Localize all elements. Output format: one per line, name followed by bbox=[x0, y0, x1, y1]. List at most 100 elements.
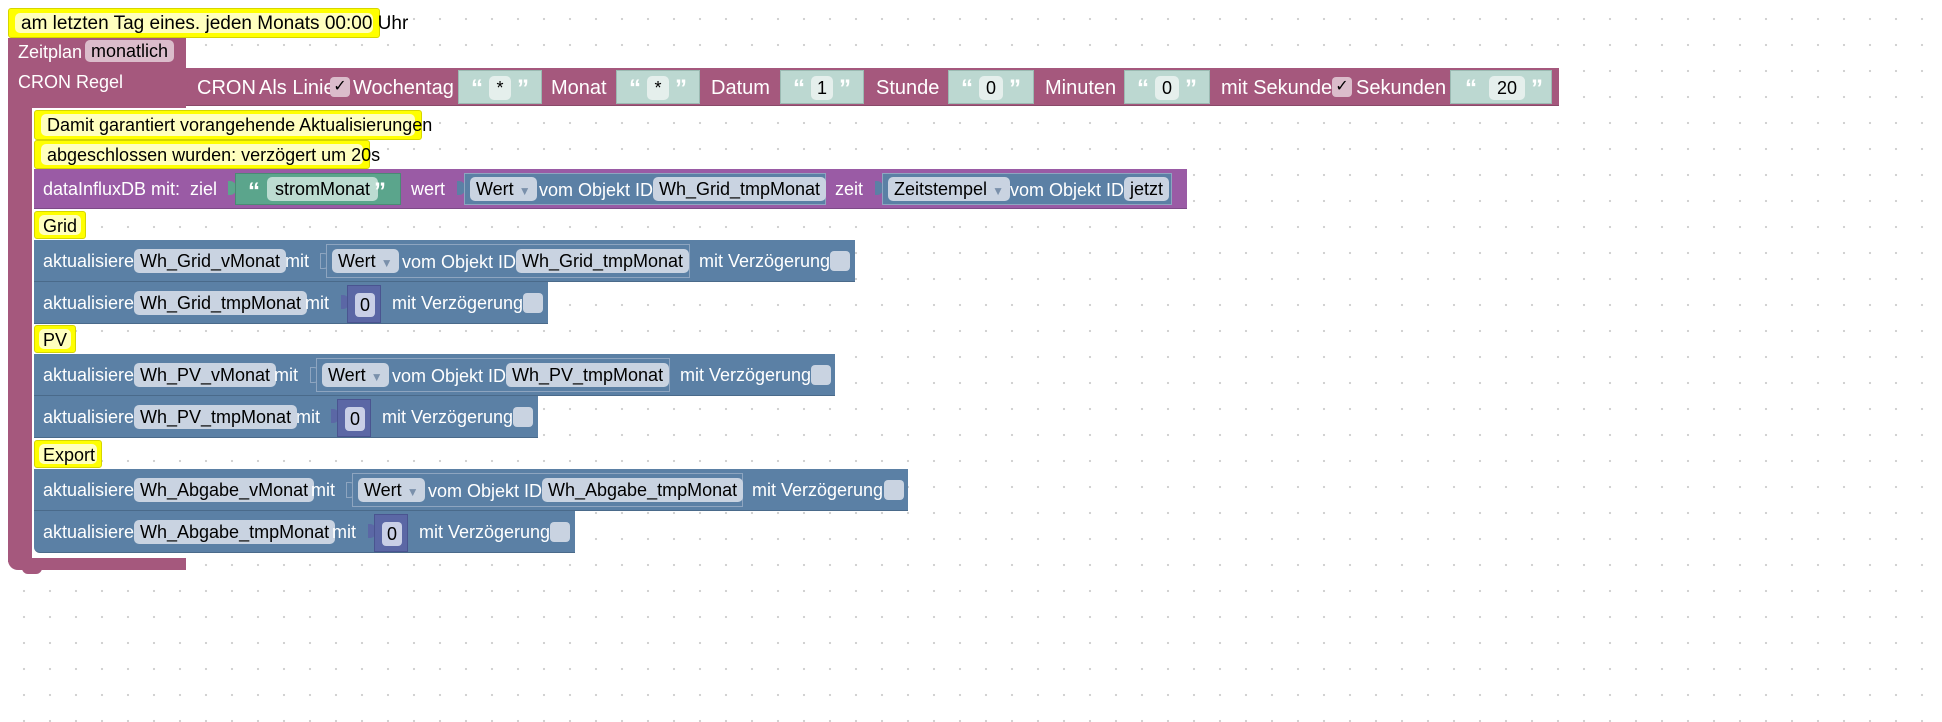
schedule-label: Zeitplan bbox=[18, 42, 83, 62]
with-label: mit bbox=[296, 407, 320, 427]
prop-label: Wert bbox=[364, 480, 402, 500]
chevron-down-icon: ▼ bbox=[406, 485, 419, 499]
time-prop-dropdown[interactable]: Zeitstempel ▼ bbox=[888, 177, 1010, 201]
value-prop-label: Wert bbox=[476, 179, 514, 199]
comment-text-delay-2[interactable]: abgeschlossen wurden: verzögert um 20s bbox=[41, 144, 380, 165]
update-target-object-id[interactable]: Wh_Abgabe_tmpMonat bbox=[134, 520, 336, 544]
update-target-object-id[interactable]: Wh_PV_tmpMonat bbox=[134, 405, 298, 429]
from-label: vom Objekt ID bbox=[392, 366, 507, 386]
close-quote-icon: ” bbox=[675, 75, 687, 102]
month-text-block[interactable]: “ * ” bbox=[616, 70, 700, 104]
number-value[interactable]: 0 bbox=[355, 293, 375, 317]
value-getter[interactable]: Wert ▼ vom Objekt ID Wh_Grid_tmpMonat bbox=[326, 244, 690, 278]
comment-block-grid[interactable]: Grid bbox=[34, 211, 86, 239]
delay-label: mit Verzögerung bbox=[382, 407, 514, 427]
schedule-block-bottom-tab bbox=[22, 568, 42, 574]
weekday-text-block[interactable]: “ * ” bbox=[458, 70, 542, 104]
with-label: mit bbox=[305, 293, 329, 313]
number-value[interactable]: 0 bbox=[382, 522, 402, 546]
delay-checkbox[interactable] bbox=[811, 365, 831, 385]
open-quote-icon: “ bbox=[1465, 75, 1477, 102]
month-value[interactable]: * bbox=[647, 76, 669, 100]
time-object-id[interactable]: jetzt bbox=[1124, 177, 1170, 201]
as-line-checkbox[interactable]: ✓ bbox=[330, 77, 350, 97]
update-target-object-id[interactable]: Wh_Abgabe_vMonat bbox=[134, 478, 315, 502]
comment-text-export[interactable]: Export bbox=[39, 444, 97, 465]
number-value[interactable]: 0 bbox=[345, 407, 365, 431]
prop-dropdown[interactable]: Wert ▼ bbox=[322, 363, 389, 387]
with-label: mit bbox=[285, 251, 309, 271]
comment-text-header[interactable]: am letzten Tag eines. jeden Monats 00:00… bbox=[15, 13, 408, 34]
date-text-block[interactable]: “ 1 ” bbox=[780, 70, 864, 104]
minutes-value[interactable]: 0 bbox=[1155, 76, 1179, 100]
number-block[interactable]: 0 bbox=[337, 399, 371, 437]
update-label: aktualisiere bbox=[43, 365, 135, 385]
delay-checkbox[interactable] bbox=[830, 251, 850, 271]
influx-time-label: zeit bbox=[835, 179, 864, 199]
with-seconds-checkbox[interactable]: ✓ bbox=[1332, 77, 1352, 97]
comment-text-grid[interactable]: Grid bbox=[39, 215, 81, 236]
with-label: mit bbox=[311, 480, 335, 500]
comment-block-delay-2[interactable]: abgeschlossen wurden: verzögert um 20s bbox=[34, 140, 380, 169]
delay-checkbox[interactable] bbox=[884, 480, 904, 500]
delay-checkbox[interactable] bbox=[550, 522, 570, 542]
time-connector bbox=[875, 181, 883, 195]
with-seconds-label: mit Sekunden bbox=[1221, 77, 1344, 99]
as-line-label: Als Linie bbox=[259, 77, 335, 99]
update-block[interactable] bbox=[34, 396, 538, 438]
source-object-id[interactable]: Wh_Abgabe_tmpMonat bbox=[542, 478, 744, 502]
value-getter[interactable]: Wert ▼ vom Objekt ID Wh_PV_tmpMonat bbox=[316, 358, 670, 392]
value-connector bbox=[457, 181, 465, 195]
minutes-label: Minuten bbox=[1045, 77, 1117, 99]
minutes-text-block[interactable]: “ 0 ” bbox=[1124, 70, 1210, 104]
target-value[interactable]: stromMonat bbox=[267, 177, 379, 201]
delay-label: mit Verzögerung bbox=[392, 293, 524, 313]
schedule-block-footer bbox=[8, 558, 186, 570]
date-label: Datum bbox=[711, 77, 770, 99]
update-target-object-id[interactable]: Wh_Grid_vMonat bbox=[134, 249, 287, 273]
close-quote-icon: ” bbox=[374, 178, 386, 205]
value-prop-dropdown[interactable]: Wert ▼ bbox=[470, 177, 537, 201]
comment-block-delay-1[interactable]: Damit garantiert vorangehende Aktualisie… bbox=[34, 110, 432, 140]
delay-checkbox[interactable] bbox=[523, 293, 543, 313]
number-block[interactable]: 0 bbox=[374, 514, 408, 552]
target-text-block[interactable]: “ stromMonat ” bbox=[235, 173, 401, 205]
comment-block-header[interactable]: am letzten Tag eines. jeden Monats 00:00… bbox=[8, 8, 408, 38]
influx-time-getter[interactable]: Zeitstempel ▼ vom Objekt ID jetzt bbox=[882, 173, 1172, 205]
weekday-value[interactable]: * bbox=[489, 76, 511, 100]
number-block[interactable]: 0 bbox=[347, 285, 381, 323]
value-connector bbox=[331, 409, 339, 423]
comment-block-export[interactable]: Export bbox=[34, 440, 102, 468]
source-object-id[interactable]: Wh_PV_tmpMonat bbox=[506, 363, 670, 387]
hour-label: Stunde bbox=[876, 77, 940, 99]
cron-label: CRON bbox=[197, 77, 256, 99]
from-label: vom Objekt ID bbox=[428, 481, 543, 501]
update-label: aktualisiere bbox=[43, 522, 135, 542]
delay-label: mit Verzögerung bbox=[752, 480, 884, 500]
date-value[interactable]: 1 bbox=[811, 76, 833, 100]
open-quote-icon: “ bbox=[471, 75, 483, 102]
value-object-id[interactable]: Wh_Grid_tmpMonat bbox=[653, 177, 827, 201]
hour-text-block[interactable]: “ 0 ” bbox=[948, 70, 1034, 104]
schedule-block-spine bbox=[8, 100, 32, 562]
comment-text-delay-1[interactable]: Damit garantiert vorangehende Aktualisie… bbox=[41, 114, 432, 136]
seconds-text-block[interactable]: “ 20 ” bbox=[1450, 70, 1552, 104]
chevron-down-icon: ▼ bbox=[370, 370, 383, 384]
value-connector bbox=[368, 524, 376, 538]
close-quote-icon: ” bbox=[517, 75, 529, 102]
seconds-value[interactable]: 20 bbox=[1489, 76, 1525, 100]
update-target-object-id[interactable]: Wh_Grid_tmpMonat bbox=[134, 291, 308, 315]
delay-checkbox[interactable] bbox=[513, 407, 533, 427]
influx-value-getter[interactable]: Wert ▼ vom Objekt ID Wh_Grid_tmpMonat bbox=[464, 173, 827, 205]
prop-dropdown[interactable]: Wert ▼ bbox=[358, 478, 425, 502]
hour-value[interactable]: 0 bbox=[979, 76, 1003, 100]
comment-text-pv[interactable]: PV bbox=[39, 329, 71, 350]
value-getter[interactable]: Wert ▼ vom Objekt ID Wh_Abgabe_tmpMonat bbox=[352, 473, 744, 507]
update-target-object-id[interactable]: Wh_PV_vMonat bbox=[134, 363, 277, 387]
prop-dropdown[interactable]: Wert ▼ bbox=[332, 249, 399, 273]
source-object-id[interactable]: Wh_Grid_tmpMonat bbox=[516, 249, 690, 273]
comment-block-pv[interactable]: PV bbox=[34, 325, 76, 353]
cron-block[interactable] bbox=[186, 68, 1559, 106]
delay-label: mit Verzögerung bbox=[699, 251, 831, 271]
schedule-mode-dropdown[interactable]: monatlich bbox=[85, 40, 175, 62]
